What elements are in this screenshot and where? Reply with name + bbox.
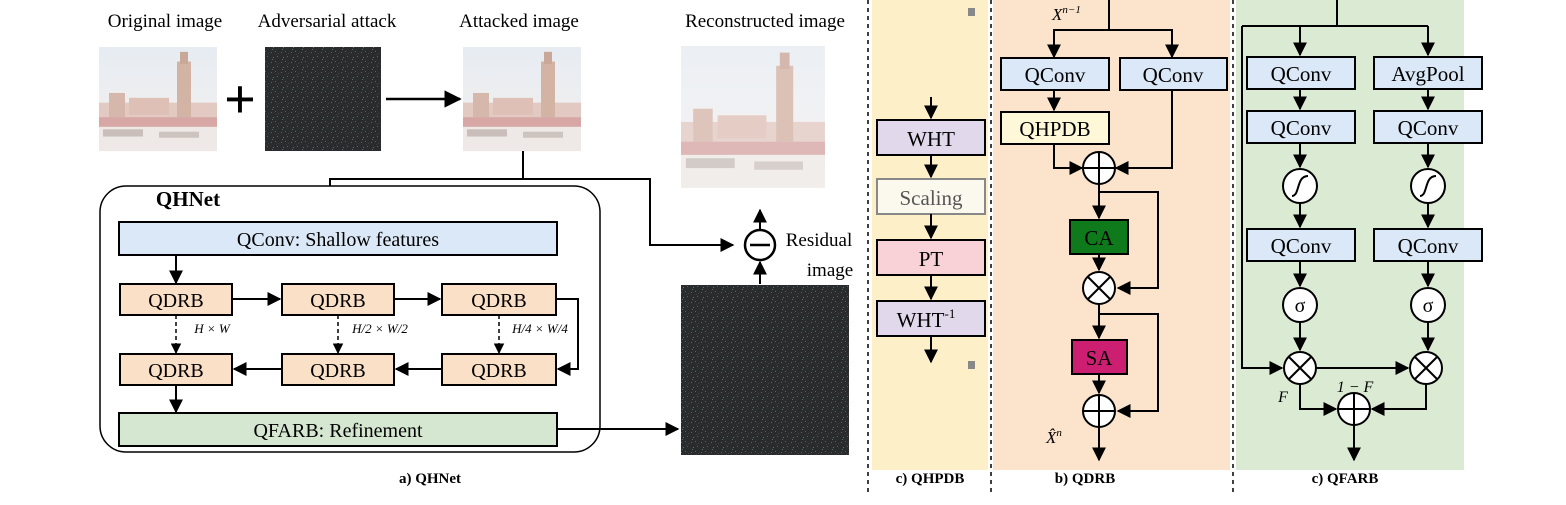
reconstructed-image-label: Reconstructed image	[685, 11, 845, 32]
qfarb-qconv-l1-label: QConv	[1271, 62, 1332, 86]
qhnet-title: QHNet	[156, 187, 220, 211]
caption-qhpdb: c) QHPDB	[896, 471, 965, 487]
sa-label: SA	[1086, 346, 1114, 370]
ca-label: CA	[1084, 226, 1114, 250]
qconv-shallow-box	[118, 221, 558, 256]
attacked-to-residual-line	[523, 178, 735, 252]
wht-label: WHT	[907, 127, 955, 151]
wht-inverse-label: WHT-1	[897, 306, 956, 332]
caption-qdrb: b) QDRB	[1055, 471, 1115, 487]
mul-d2	[1087, 276, 1111, 300]
qdrb-3-label: QDRB	[471, 290, 527, 312]
wht-inverse-sup: -1	[944, 306, 955, 321]
mul-left-to-add	[1299, 384, 1338, 416]
qdrb-output-label: X̂n	[1045, 427, 1062, 447]
adversarial-attack-label: Adversarial attack	[258, 11, 397, 32]
qfarb-left-bypass	[1241, 26, 1284, 375]
qhpdb-to-add1	[1053, 144, 1084, 175]
original-image-label: Original image	[108, 11, 223, 32]
pt-label: PT	[919, 247, 944, 271]
qfarb-qconv-l2	[1246, 110, 1356, 144]
one-minus-f-label: 1 − F	[1337, 379, 1374, 396]
mul-left-d2	[1288, 356, 1312, 380]
f-label: F	[1277, 389, 1288, 406]
residual-image	[681, 285, 849, 455]
attacked-image-label: Attacked image	[459, 11, 579, 32]
mul-skip-add2	[1099, 313, 1159, 418]
qdrb-5-label: QDRB	[310, 360, 366, 382]
wht-inverse-box	[876, 300, 986, 337]
activation-curve-left	[1291, 175, 1309, 197]
caption-qhnet: a) QHNet	[399, 471, 461, 487]
qfarb-qconv-l3-label: QConv	[1271, 234, 1332, 258]
qdrb-qconv-left-label: QConv	[1025, 63, 1086, 87]
pt-box	[876, 239, 986, 276]
qfarb-refine-label: QFARB: Refinement	[253, 420, 423, 442]
qdrb-input-label: Xn−1	[1051, 4, 1081, 24]
qdrb-qconv-right	[1119, 57, 1228, 91]
qdrb-5	[281, 353, 395, 386]
qdrb-2	[281, 283, 395, 316]
qdrb-4-label: QDRB	[148, 360, 204, 382]
qhpdb-marker-bottom	[968, 361, 975, 369]
qdrb-output-x: X̂	[1045, 428, 1057, 447]
scaling-label: Scaling	[900, 186, 963, 210]
reconstructed-image	[681, 46, 825, 188]
sigma-right-label: σ	[1423, 295, 1434, 317]
mul-right-to-add	[1370, 384, 1427, 416]
sigma-left-label: σ	[1295, 295, 1306, 317]
caption-qfarb: c) QFARB	[1312, 471, 1379, 487]
qdrb-6-label: QDRB	[471, 360, 527, 382]
original-image	[99, 47, 217, 152]
qconv-shallow-label: QConv: Shallow features	[237, 229, 439, 251]
right-qconv-to-add1	[1114, 90, 1173, 175]
plus-sign: +	[224, 69, 256, 131]
qfarb-avgpool-label: AvgPool	[1391, 62, 1464, 86]
qdrb-qconv-right-label: QConv	[1143, 63, 1204, 87]
qdrb-output-sup: n	[1056, 427, 1062, 439]
qdrb-6	[441, 353, 557, 386]
scale-label-1: H × W	[193, 321, 231, 336]
residual-label-1: Residual	[786, 230, 853, 251]
qdrb-2-label: QDRB	[310, 290, 366, 312]
qdrb-1	[119, 283, 233, 316]
wht-inverse-text: WHT	[897, 308, 945, 332]
qdrb-input-x: X	[1051, 5, 1063, 24]
qhpdb-box-label: QHPDB	[1019, 117, 1090, 141]
qfarb-qconv-r3-label: QConv	[1398, 234, 1459, 258]
residual-label-2: image	[807, 260, 853, 281]
add1-skip-mul	[1099, 191, 1159, 295]
qdrb-3	[441, 283, 557, 316]
wht-box	[876, 119, 986, 156]
adversarial-noise-image	[265, 47, 381, 151]
qdrb-split-left	[1047, 29, 1109, 59]
scale-label-3: H/4 × W/4	[511, 321, 568, 336]
qdrb3-to-qdrb6	[556, 298, 579, 376]
qdrb-input-sup: n−1	[1062, 4, 1080, 16]
qdrb-1-label: QDRB	[148, 290, 204, 312]
sa-box	[1071, 339, 1128, 375]
scale-label-2: H/2 × W/2	[351, 321, 408, 336]
activation-icon-left	[1282, 168, 1318, 204]
activation-curve-right	[1419, 175, 1437, 197]
qfarb-qconv-l2-label: QConv	[1271, 116, 1332, 140]
attacked-image	[463, 47, 581, 152]
qhpdb-marker-top	[968, 8, 975, 16]
mul-right-d2	[1414, 356, 1438, 380]
qdrb-split-right	[1109, 29, 1179, 59]
qfarb-qconv-r2-label: QConv	[1398, 116, 1459, 140]
activation-icon-right	[1410, 168, 1446, 204]
